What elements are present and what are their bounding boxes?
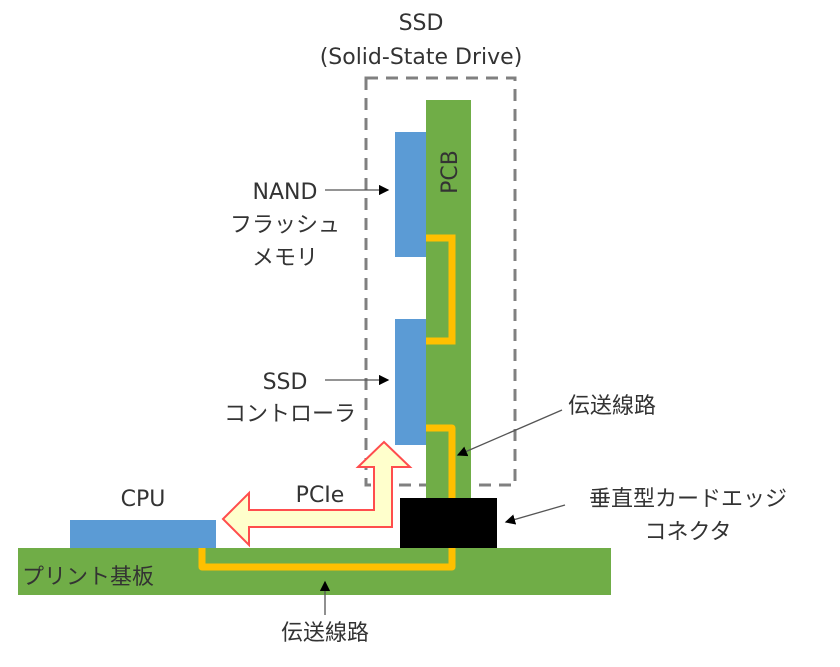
pcie-arrow <box>221 440 413 548</box>
board-label: プリント基板 <box>22 565 154 590</box>
cpu-chip <box>70 520 216 548</box>
pcie-label: PCIe <box>296 483 345 508</box>
trace-nand-controller <box>426 234 456 345</box>
cpu-label: CPU <box>121 487 166 512</box>
nand-flash-chip <box>395 132 426 257</box>
controller-label-1: SSD <box>263 370 308 395</box>
connector-pointer <box>504 504 566 525</box>
controller-label-2: コントローラ <box>224 402 356 427</box>
ssd-subtitle: (Solid-State Drive) <box>320 45 523 70</box>
pcb-label: PCB <box>438 150 463 194</box>
connector-label-1: 垂直型カードエッジ <box>589 487 787 512</box>
nand-label-1: NAND <box>253 180 318 205</box>
transmission-line-top-label: 伝送線路 <box>568 394 656 419</box>
trace-controller-cpu <box>198 424 456 571</box>
printed-circuit-board <box>18 548 611 595</box>
ssd-controller-chip <box>395 319 426 445</box>
ssd-title: SSD <box>399 11 444 36</box>
card-edge-connector <box>400 498 497 548</box>
transmission-line-bottom-label: 伝送線路 <box>281 621 369 646</box>
nand-label-2: フラッシュ <box>230 213 340 238</box>
nand-label-3: メモリ <box>252 246 318 271</box>
transmission-line-top-pointer <box>456 409 563 457</box>
connector-label-2: コネクタ <box>644 520 731 545</box>
